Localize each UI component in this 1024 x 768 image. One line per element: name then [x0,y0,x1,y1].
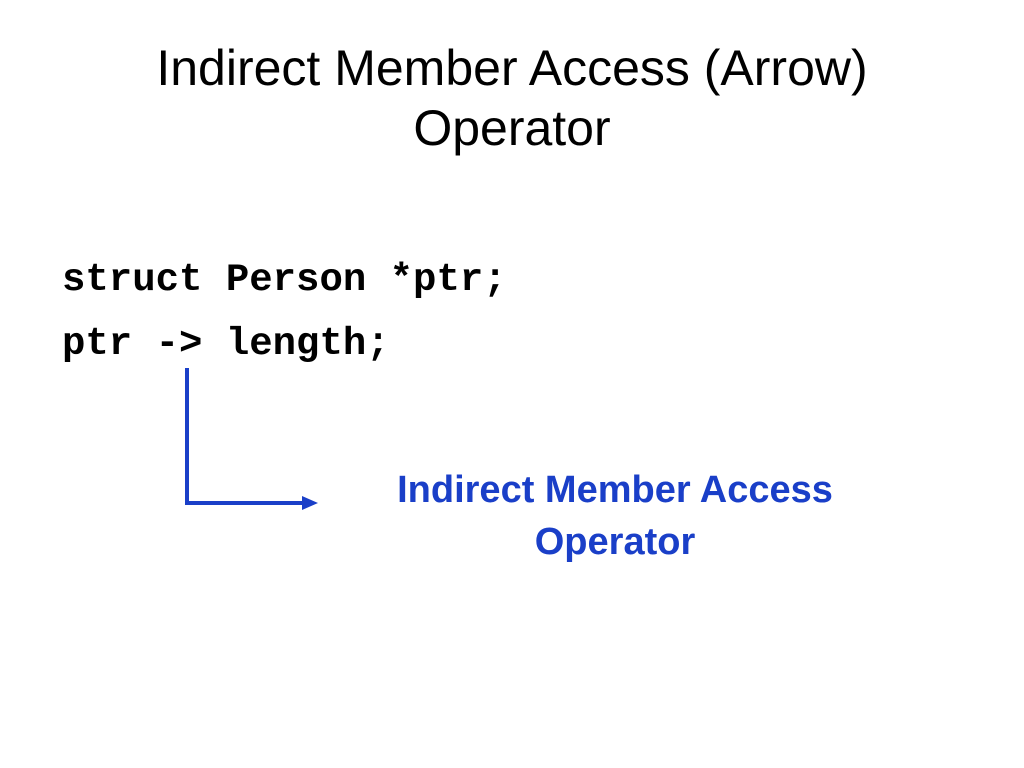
annotation-line-2: Operator [534,521,696,563]
code-line-arrow-access: ptr -> length; [62,322,390,366]
connector-line [185,368,305,505]
annotation-label: Indirect Member Access Operator [340,464,890,568]
annotation-line-1: Indirect Member Access [397,469,833,511]
slide-title: Indirect Member Access (Arrow) Operator [40,38,984,158]
connector-arrowhead-icon [302,496,318,510]
slide-title-line-2: Operator [413,100,611,156]
slide-title-line-1: Indirect Member Access (Arrow) [156,40,868,96]
code-line-struct-declaration: struct Person *ptr; [62,258,507,302]
